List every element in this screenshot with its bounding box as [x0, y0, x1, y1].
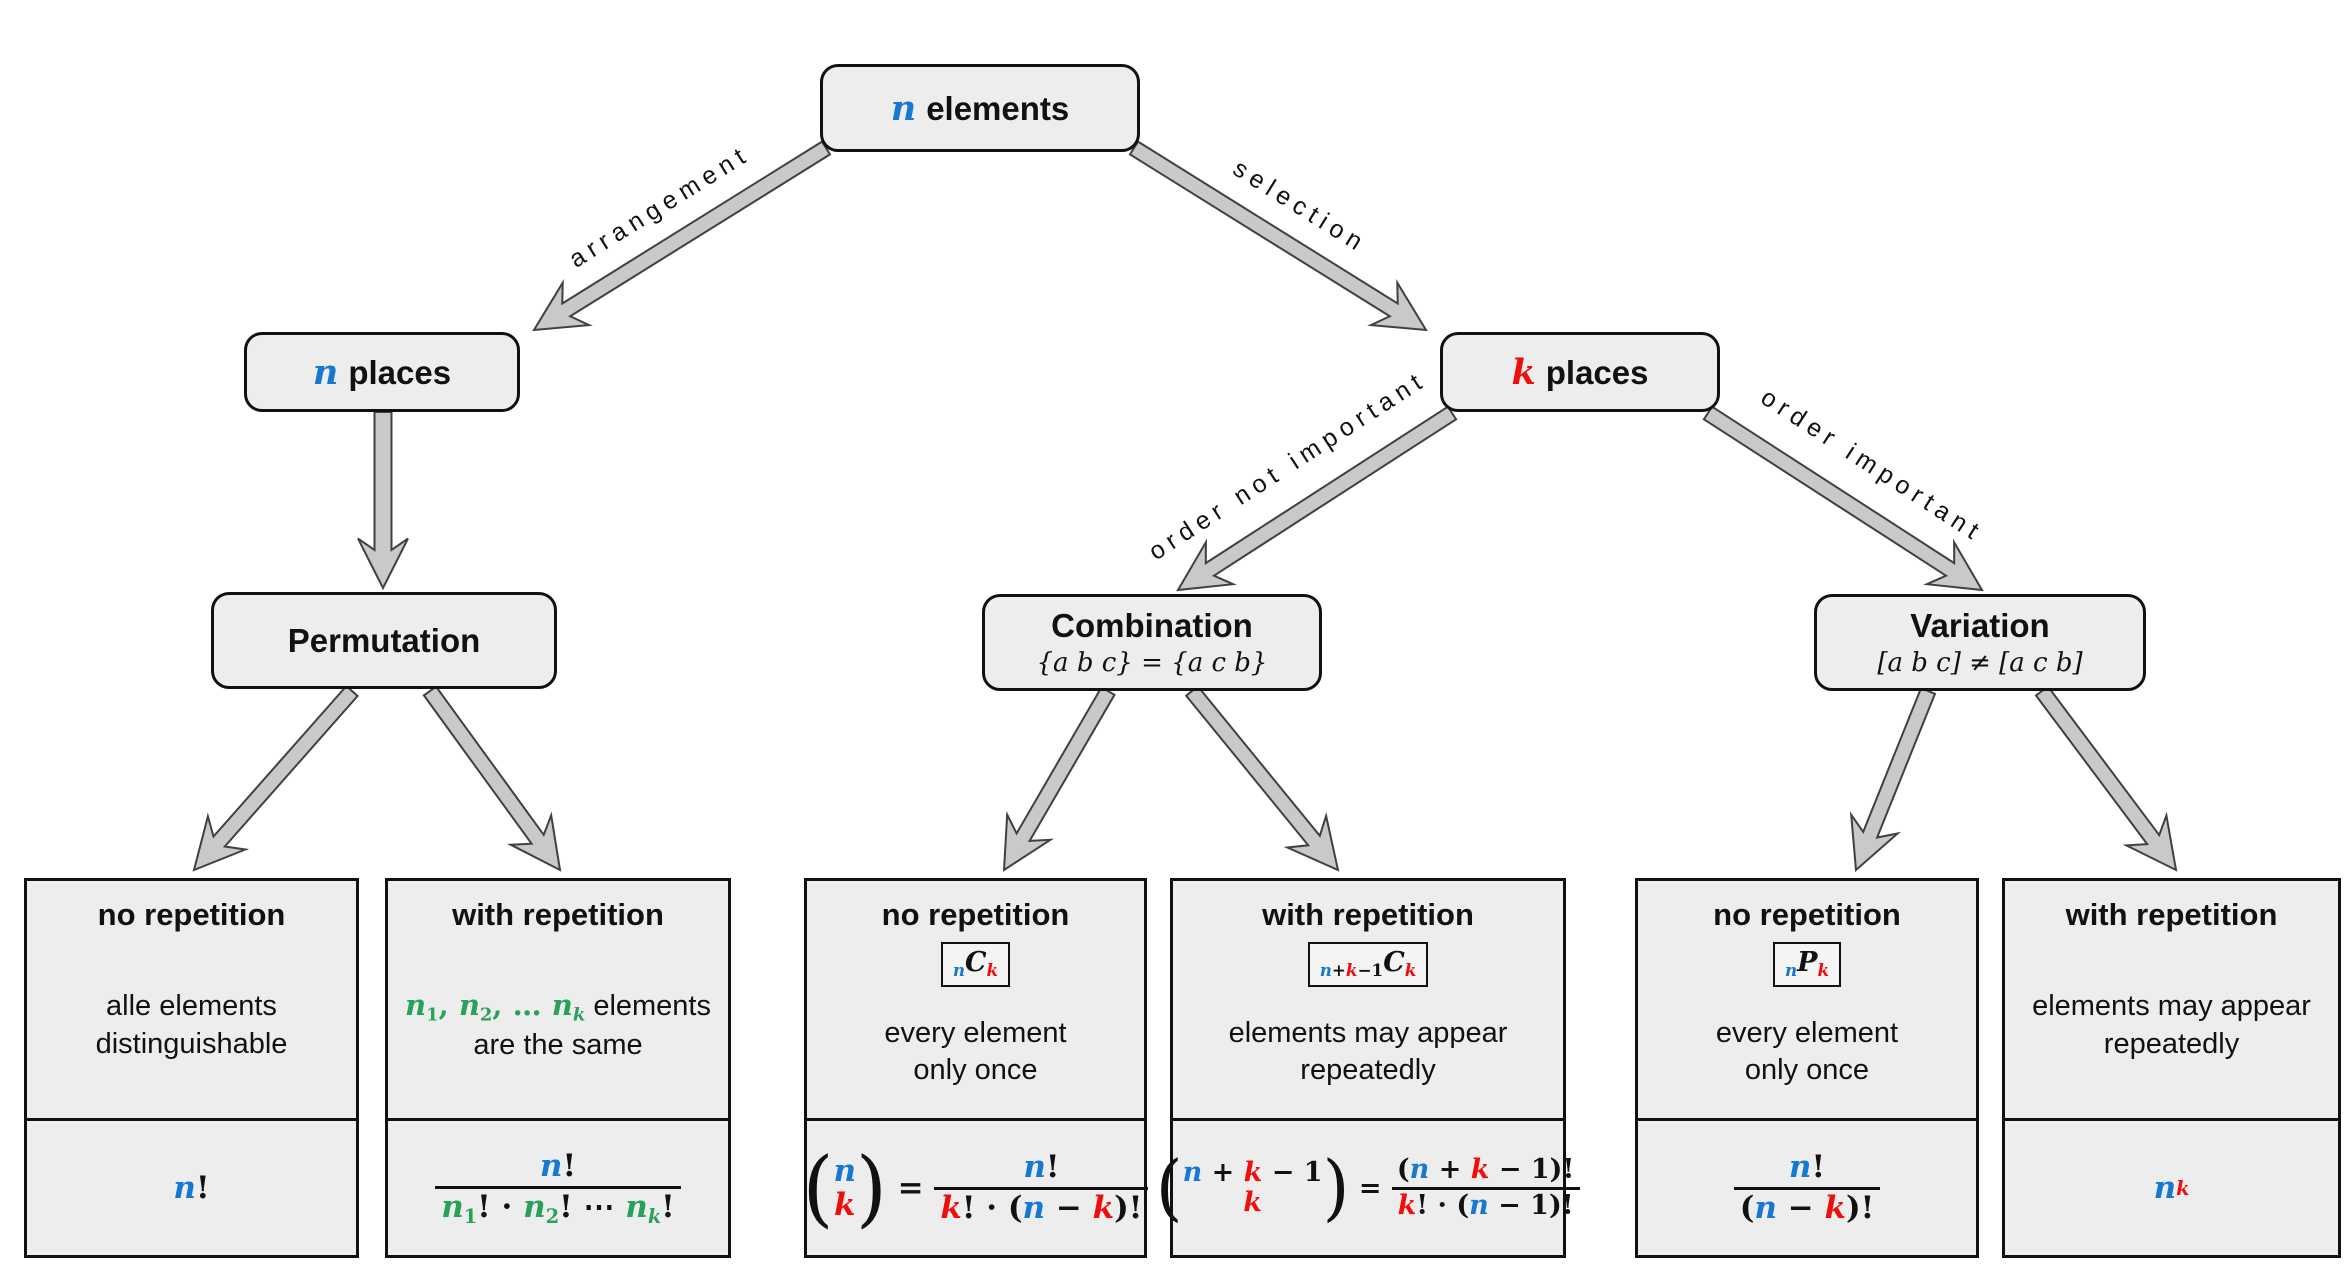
node-variation-title: Variation — [1910, 607, 2050, 644]
arrow-combination-to-no-rep — [1002, 685, 1116, 872]
arrow-k-to-variation — [1702, 405, 1984, 592]
leaf-title: with repetition — [1262, 897, 1474, 932]
leaf-title: with repetition — [2065, 897, 2278, 932]
node-combination-example: {a b c} = {a c b} — [1036, 648, 1268, 678]
math-k: k — [1511, 351, 1536, 393]
leaf-symbol-badge: n+k−1Ck — [1307, 942, 1429, 987]
leaf-formula: n!(n − k)! — [1638, 1121, 1976, 1255]
node-variation: Variation [a b c] ≠ [a c b] — [1814, 594, 2146, 691]
node-variation-example: [a b c] ≠ [a c b] — [1877, 648, 2083, 678]
leaf-combination-with-repetition: with repetition n+k−1Ck elements may appea… — [1156, 878, 1580, 1258]
node-combination: Combination {a b c} = {a c b} — [982, 594, 1322, 691]
arrow-selection — [1128, 140, 1428, 332]
arrow-arrangement — [532, 140, 832, 332]
arrow-permutation-to-with-rep — [422, 685, 562, 872]
leaf-title: no repetition — [97, 897, 286, 932]
node-permutation-title: Permutation — [287, 621, 481, 659]
node-combination-title: Combination — [1051, 607, 1253, 644]
arrow-permutation-to-no-rep — [192, 684, 360, 872]
math-n: n — [890, 87, 917, 129]
leaf-symbol-badge: nCk — [940, 942, 1011, 987]
math-n: n — [312, 351, 339, 393]
leaf-formula: n! — [173, 1170, 210, 1206]
leaf-title: with repetition — [452, 897, 664, 932]
leaf-title: no repetition — [1713, 897, 1901, 932]
leaf-symbol-badge: nPk — [1772, 942, 1842, 987]
leaf-formula: n!n1! · n2! ⋯ nk! — [388, 1121, 728, 1255]
leaf-title: no repetition — [881, 897, 1070, 932]
arrow-k-to-combination — [1176, 405, 1458, 592]
node-permutation: Permutation — [211, 592, 557, 689]
arrow-variation-to-no-rep — [1849, 686, 1937, 873]
arrow-n-places-to-permutation — [357, 411, 409, 591]
arrow-variation-to-with-rep — [2034, 685, 2178, 872]
arrow-combination-to-with-rep — [1184, 684, 1340, 872]
